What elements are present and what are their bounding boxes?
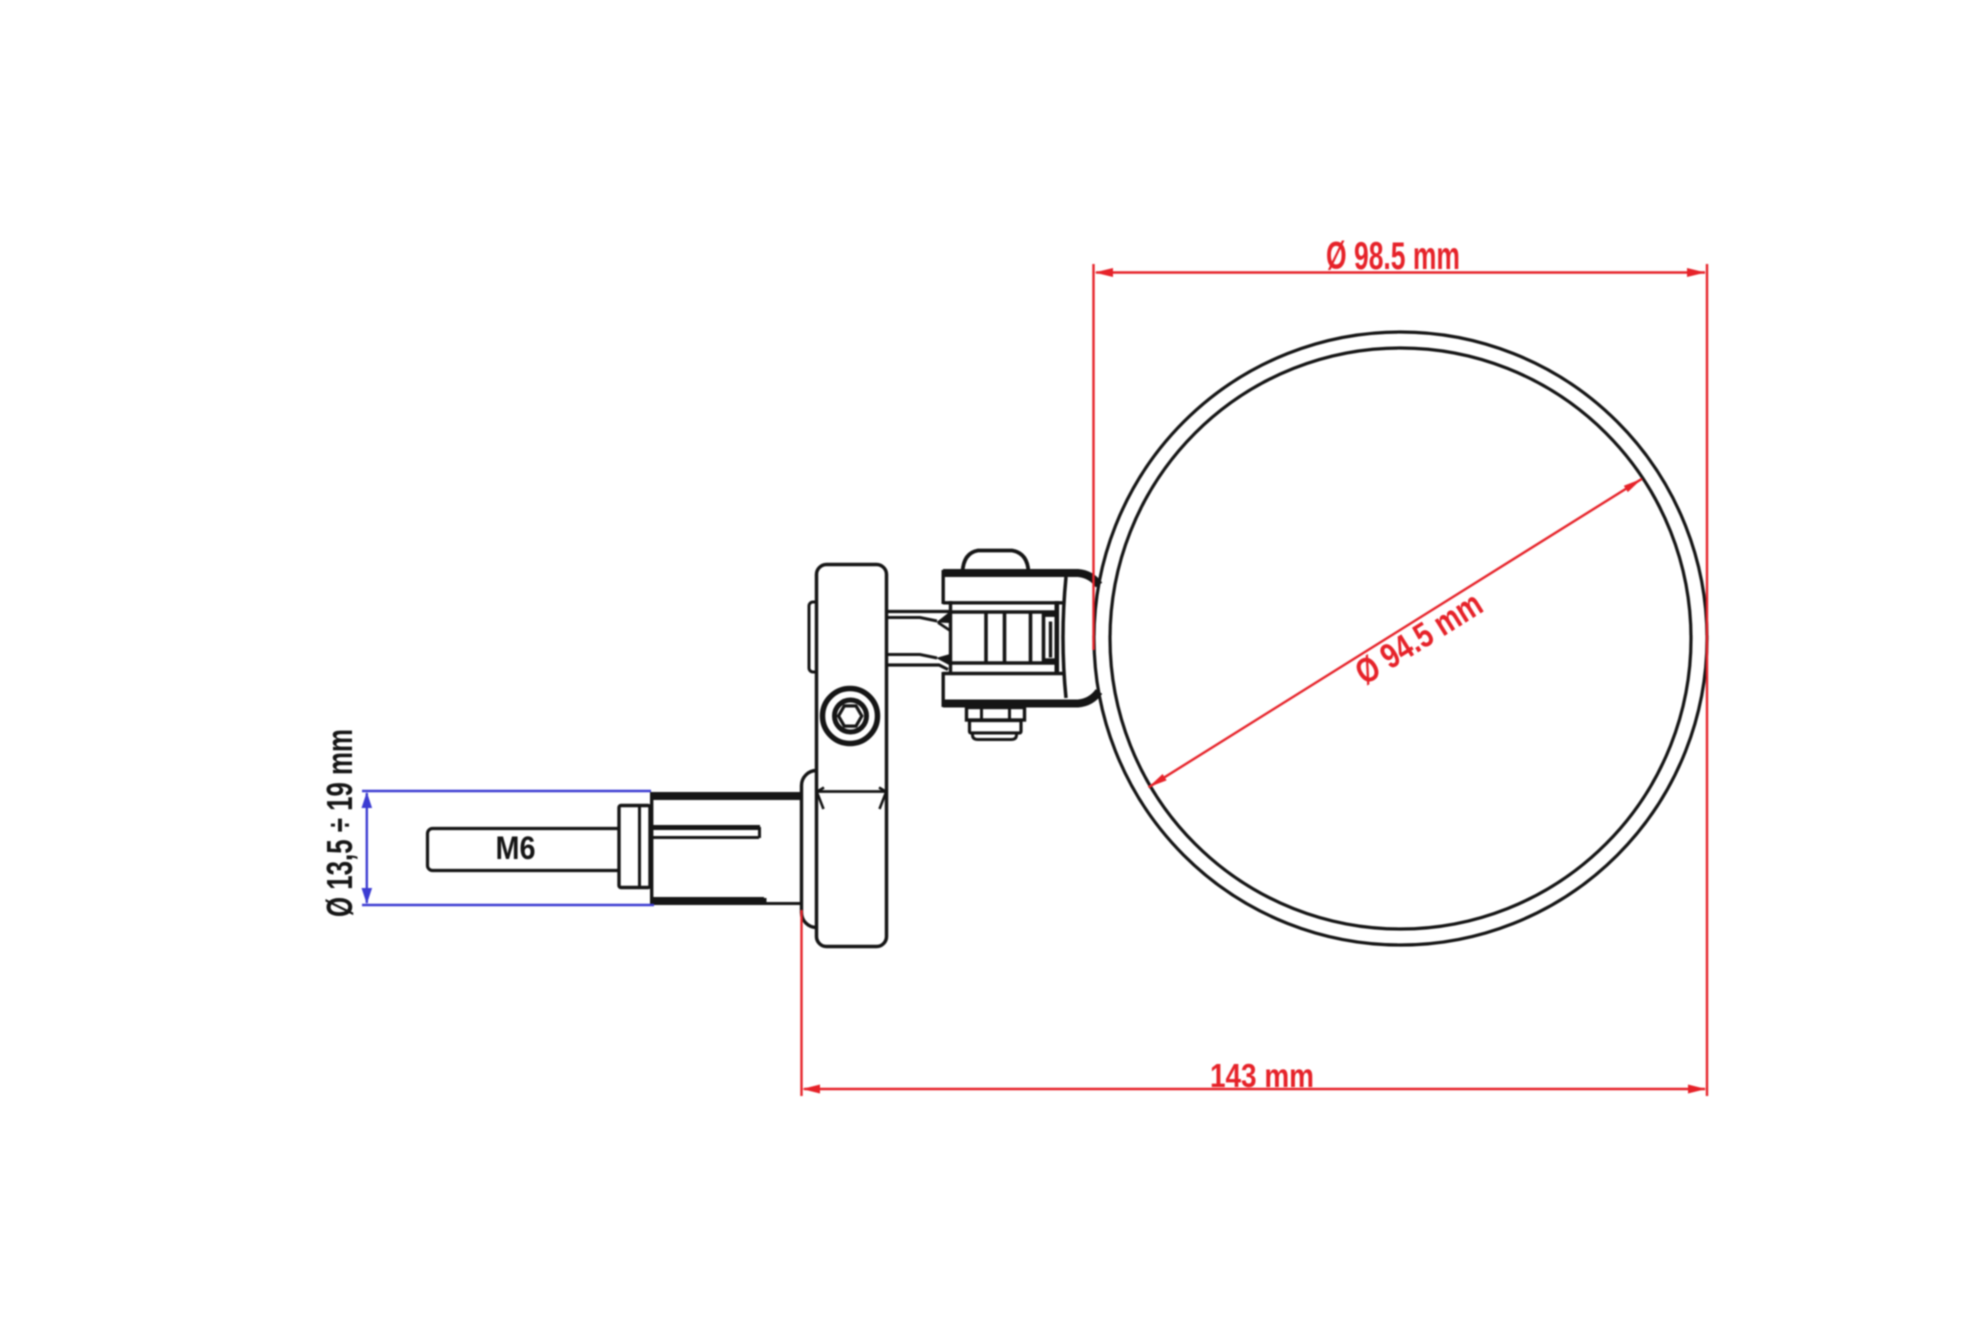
svg-text:M6: M6 (496, 830, 536, 866)
svg-text:143 mm: 143 mm (1210, 1057, 1314, 1094)
svg-text:Ø 98.5 mm: Ø 98.5 mm (1326, 235, 1460, 278)
svg-text:Ø 94.5 mm: Ø 94.5 mm (1348, 584, 1489, 692)
svg-text:Ø 13,5 ÷ 19 mm: Ø 13,5 ÷ 19 mm (319, 729, 360, 917)
